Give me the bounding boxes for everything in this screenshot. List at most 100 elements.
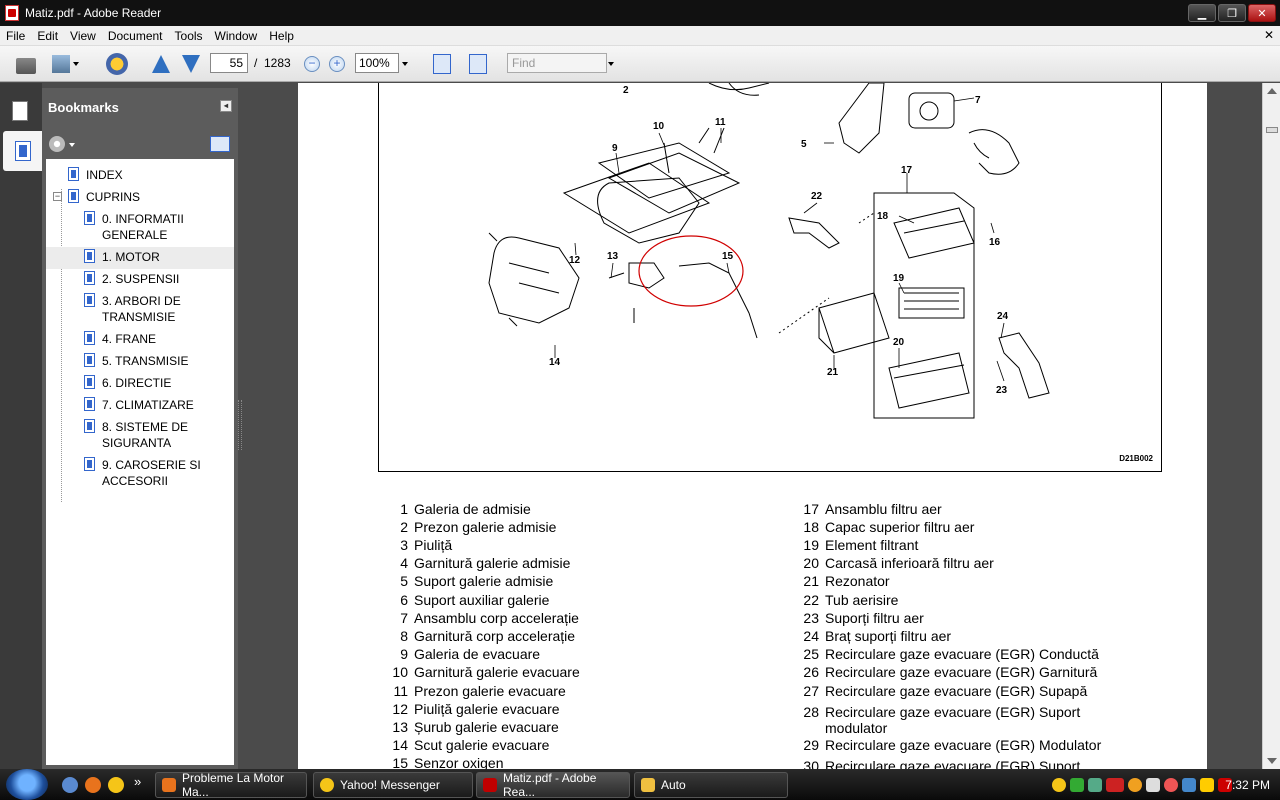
task-yahoo-messenger[interactable]: Yahoo! Messenger: [313, 772, 473, 798]
menu-tools[interactable]: Tools: [174, 28, 203, 43]
security-icon[interactable]: [1164, 778, 1178, 792]
zoom-in-button[interactable]: +: [328, 52, 346, 76]
previous-page-button[interactable]: [150, 52, 172, 76]
options-gear-icon[interactable]: [49, 136, 65, 152]
fit-page-button[interactable]: [431, 52, 453, 76]
collapse-node-icon[interactable]: −: [53, 191, 62, 201]
network-icon[interactable]: [1070, 778, 1084, 792]
document-view[interactable]: 2 7 10 11 9 5 17 22 18 16 12 13 15 19 24…: [238, 83, 1262, 769]
callout-21: 21: [827, 367, 839, 378]
tray-app-icon[interactable]: [1182, 778, 1196, 792]
zoom-level-input[interactable]: 100%: [355, 53, 399, 73]
zoom-out-button[interactable]: −: [303, 52, 321, 76]
callout-7: 7: [975, 95, 981, 106]
menu-edit[interactable]: Edit: [37, 28, 59, 43]
pages-tab[interactable]: [4, 91, 36, 131]
task-auto-folder[interactable]: Auto: [634, 772, 788, 798]
messenger-tray-icon[interactable]: [1052, 778, 1066, 792]
tray-app-icon[interactable]: [1128, 778, 1142, 792]
firefox-icon: [162, 778, 176, 792]
maximize-button[interactable]: ❐: [1218, 4, 1246, 22]
bookmark-icon: [84, 353, 95, 367]
export-button[interactable]: [50, 52, 80, 76]
collapse-panel-button[interactable]: ◂: [220, 100, 232, 112]
bookmark-sisteme-siguranta[interactable]: 8. SISTEME DE SIGURANTA: [46, 419, 234, 451]
scroll-down-icon[interactable]: [1267, 758, 1277, 764]
volume-icon[interactable]: [1146, 778, 1160, 792]
navigation-pane: [0, 83, 43, 795]
callout-14: 14: [549, 357, 561, 368]
find-dropdown-button[interactable]: [606, 52, 616, 76]
callout-13: 13: [607, 251, 619, 262]
bookmark-transmisie[interactable]: 5. TRANSMISIE: [46, 353, 234, 369]
acrobat-tray-icon[interactable]: [1218, 778, 1232, 792]
bookmark-cuprins[interactable]: − CUPRINS: [53, 189, 141, 204]
system-tray: [1052, 773, 1232, 797]
callout-5: 5: [801, 139, 807, 150]
show-desktop-icon[interactable]: [62, 777, 78, 793]
page-number-input[interactable]: 55: [210, 53, 248, 73]
task-adobe-reader[interactable]: Matiz.pdf - Adobe Rea...: [476, 771, 630, 799]
close-button[interactable]: ✕: [1248, 4, 1276, 22]
fit-page-icon: [433, 54, 451, 74]
callout-23: 23: [996, 385, 1008, 396]
ati-icon[interactable]: [1106, 778, 1124, 792]
adobe-reader-icon: [483, 778, 497, 792]
bookmarks-panel: Bookmarks ◂ INDEX − CUPRINS 0. INFORMATI…: [42, 88, 238, 769]
fit-window-button[interactable]: [467, 52, 489, 76]
bookmark-index[interactable]: INDEX: [46, 167, 234, 183]
menu-file[interactable]: File: [6, 28, 26, 43]
scroll-up-icon[interactable]: [1267, 88, 1277, 94]
chevron-down-icon[interactable]: [69, 143, 75, 147]
print-button[interactable]: [14, 52, 38, 76]
menu-view[interactable]: View: [70, 28, 96, 43]
adobe-reader-icon: [5, 5, 19, 21]
next-page-button[interactable]: [180, 52, 202, 76]
callout-12: 12: [569, 255, 581, 266]
bookmark-climatizare[interactable]: 7. CLIMATIZARE: [46, 397, 234, 413]
menu-help[interactable]: Help: [269, 28, 294, 43]
task-firefox[interactable]: Probleme La Motor Ma...: [155, 771, 307, 799]
document-close-icon[interactable]: ✕: [1263, 28, 1274, 42]
minimize-button[interactable]: ▁: [1188, 4, 1216, 22]
bookmark-caroserie-accesorii[interactable]: 9. CAROSERIE SI ACCESORII: [46, 457, 234, 489]
scroll-thumb[interactable]: [1266, 127, 1278, 133]
menu-document[interactable]: Document: [107, 28, 163, 43]
messenger-icon[interactable]: [108, 777, 124, 793]
vertical-scrollbar[interactable]: [1262, 83, 1280, 769]
bookmarks-tab[interactable]: [3, 131, 43, 171]
collaborate-button[interactable]: [104, 52, 130, 76]
zoom-dropdown-button[interactable]: [400, 52, 410, 76]
start-button[interactable]: [6, 769, 48, 800]
wifi-icon[interactable]: [1088, 778, 1102, 792]
menu-window[interactable]: Window: [214, 28, 258, 43]
page-separator: /: [254, 56, 258, 70]
tray-app-icon[interactable]: [1200, 778, 1214, 792]
bookmark-motor[interactable]: 1. MOTOR: [46, 247, 234, 269]
bookmark-directie[interactable]: 6. DIRECTIE: [46, 375, 234, 391]
quicklaunch-more-icon[interactable]: »: [134, 774, 142, 789]
find-input[interactable]: Find: [507, 53, 607, 73]
clock[interactable]: 7:32 PM: [1225, 778, 1270, 792]
bookmark-icon: [84, 457, 95, 471]
bookmark-frane[interactable]: 4. FRANE: [46, 331, 234, 347]
callout-9: 9: [612, 143, 618, 154]
bookmark-informatii-generale[interactable]: 0. INFORMATII GENERALE: [46, 211, 234, 243]
panel-splitter[interactable]: [238, 400, 242, 450]
bookmark-arbori-transmisie[interactable]: 3. ARBORI DE TRANSMISIE: [46, 293, 234, 325]
new-bookmark-icon[interactable]: [210, 136, 230, 152]
firefox-icon[interactable]: [85, 777, 101, 793]
bookmark-suspensii[interactable]: 2. SUSPENSII: [46, 271, 234, 287]
